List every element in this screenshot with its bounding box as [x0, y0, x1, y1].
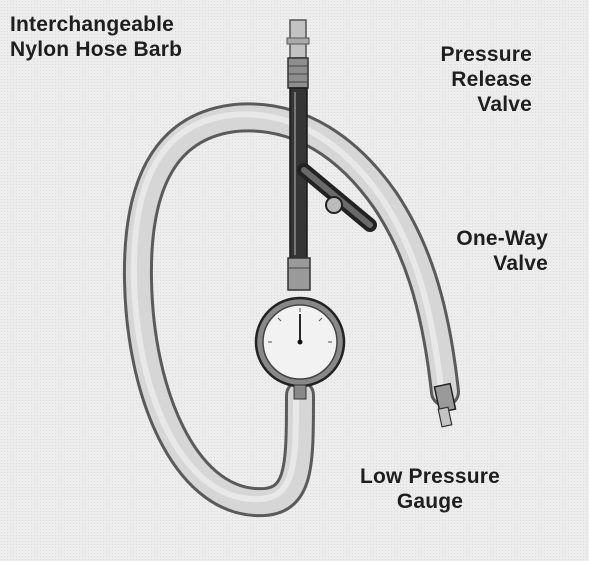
- label-release-line2: Release: [451, 68, 532, 91]
- one-way-valve: [433, 382, 457, 428]
- label-release-line1: Pressure: [440, 43, 532, 66]
- release-valve: [297, 163, 377, 232]
- hose-barb: [286, 19, 310, 89]
- label-oneway-line1: One-Way: [456, 227, 548, 250]
- label-hose-barb-line2: Nylon Hose Barb: [10, 38, 183, 61]
- label-pressure-release-valve: Pressure Release Valve: [398, 42, 532, 117]
- label-hose-barb: Interchangeable Nylon Hose Barb: [10, 12, 182, 62]
- hose-loop: [122, 102, 460, 518]
- label-low-pressure-gauge: Low Pressure Gauge: [330, 464, 530, 514]
- label-release-line3: Valve: [477, 93, 532, 116]
- label-gauge-line2: Gauge: [396, 490, 464, 513]
- label-hose-barb-line1: Interchangeable: [10, 13, 175, 36]
- pressure-gauge: [254, 296, 346, 388]
- label-one-way-valve: One-Way Valve: [420, 226, 548, 276]
- label-gauge-line1: Low Pressure: [359, 465, 501, 488]
- label-oneway-line2: Valve: [493, 252, 548, 275]
